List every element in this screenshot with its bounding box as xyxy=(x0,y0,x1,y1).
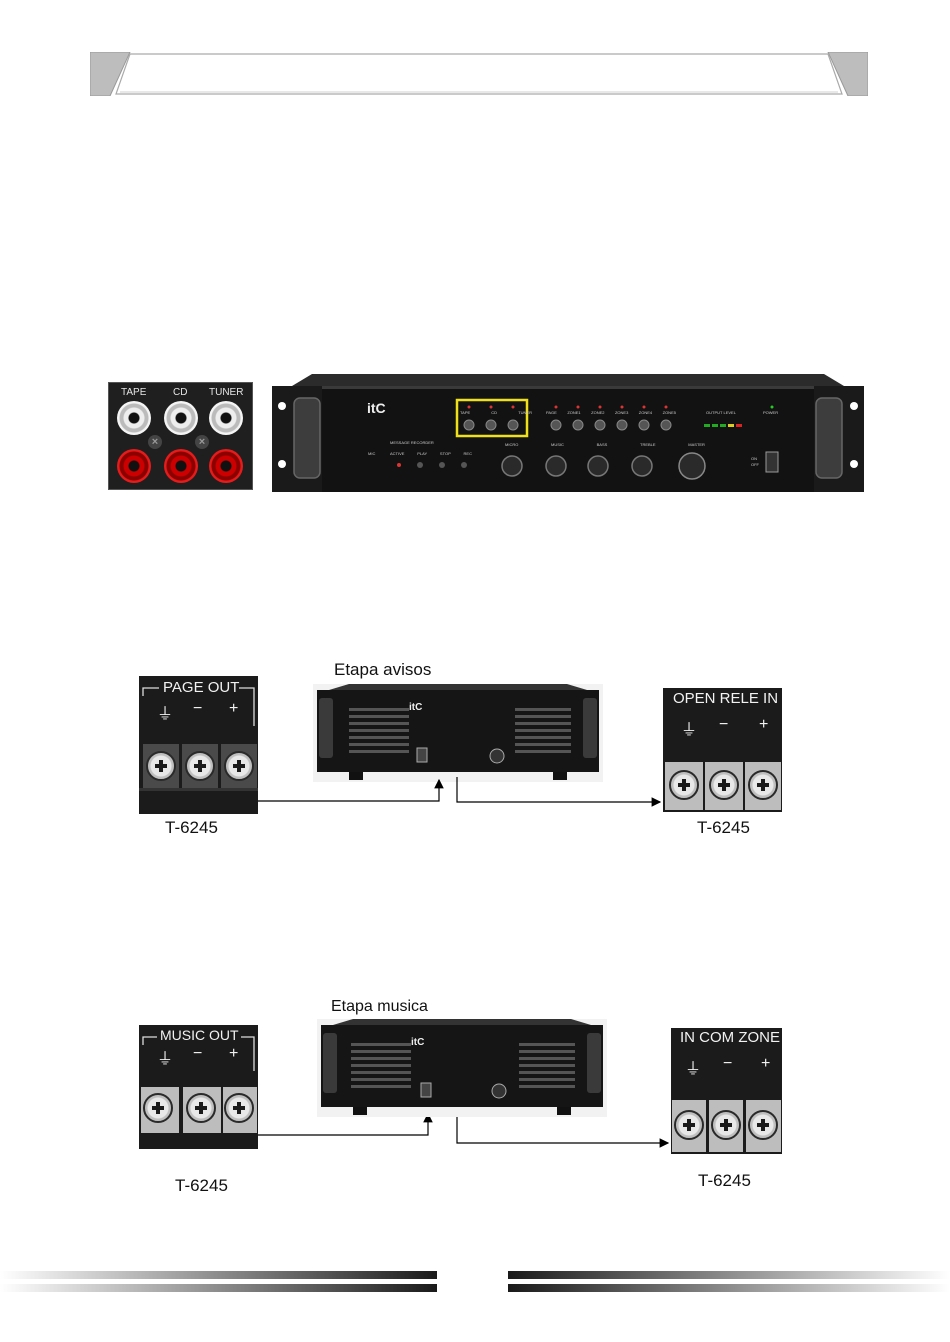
rca-label-cd: CD xyxy=(173,387,187,398)
input-label-tuner: TUNER xyxy=(518,410,532,415)
knob-label-bass: BASS xyxy=(597,442,608,447)
minus-symbol: − xyxy=(723,1055,732,1073)
zone-label-4: ZONE4 xyxy=(639,410,652,415)
terminal-screw-icon xyxy=(186,1093,216,1123)
zone-label-2: ZONE2 xyxy=(591,410,604,415)
terminal-block-music-out: MUSIC OUT ⏚ − + xyxy=(139,1025,258,1149)
ground-symbol-icon: ⏚ xyxy=(157,1045,173,1069)
terminal-title: OPEN RELE IN xyxy=(673,690,778,707)
model-label-right-1: T-6245 xyxy=(697,818,750,838)
rca-jack-tuner-white xyxy=(209,401,243,435)
model-label-left-1: T-6245 xyxy=(165,818,218,838)
knob-label-music: MUSIC xyxy=(551,442,564,447)
terminal-screw-icon xyxy=(748,1110,778,1140)
terminal-screw-icon xyxy=(185,751,215,781)
power-switch-labels: ON OFF xyxy=(751,456,759,468)
rca-input-panel: TAPE CD TUNER × × xyxy=(108,382,253,490)
input-select-labels: TAPE CD TUNER xyxy=(460,410,532,415)
screw-icon: × xyxy=(148,435,162,449)
recorder-button-labels: ACTIVE PLAY STOP REC xyxy=(390,451,472,456)
rca-jack-tape-red xyxy=(117,449,151,483)
minus-symbol: − xyxy=(193,700,202,718)
header-banner xyxy=(90,52,868,96)
knob-label-master: MASTER xyxy=(688,442,705,447)
zone-labels: PAGE ZONE1 ZONE2 ZONE3 ZONE4 ZONE5 xyxy=(546,410,676,415)
zone-label-1: ZONE1 xyxy=(567,410,580,415)
power-off-label: OFF xyxy=(751,462,759,467)
screw-icon: × xyxy=(195,435,209,449)
model-label-left-2: T-6245 xyxy=(175,1176,228,1196)
zone-label-5: ZONE5 xyxy=(663,410,676,415)
amplifier-musica xyxy=(317,1019,607,1117)
minus-symbol: − xyxy=(719,716,728,734)
terminal-screw-icon xyxy=(146,751,176,781)
recorder-label-stop: STOP xyxy=(440,451,451,456)
minus-symbol: − xyxy=(193,1045,202,1063)
plus-symbol: + xyxy=(759,716,768,734)
terminal-screw-icon xyxy=(674,1110,704,1140)
amp-caption-avisos: Etapa avisos xyxy=(334,660,431,680)
terminal-screw-icon xyxy=(748,770,778,800)
plus-symbol: + xyxy=(229,700,238,718)
model-label-right-2: T-6245 xyxy=(698,1171,751,1191)
input-label-cd: CD xyxy=(491,410,497,415)
terminal-screw-icon xyxy=(711,1110,741,1140)
footer-bar-right-top xyxy=(508,1271,950,1279)
knob-labels: MICRO MUSIC BASS TREBLE MASTER xyxy=(505,442,705,447)
recorder-label-active: ACTIVE xyxy=(390,451,404,456)
amp-brand-logo: itC xyxy=(409,702,422,713)
ground-symbol-icon: ⏚ xyxy=(157,700,173,724)
footer-bar-left-top xyxy=(0,1271,437,1279)
terminal-screw-icon xyxy=(669,770,699,800)
amp-brand-logo: itC xyxy=(411,1037,424,1048)
amp-caption-musica: Etapa musica xyxy=(331,998,428,1016)
terminal-title: IN COM ZONE xyxy=(680,1029,780,1046)
terminal-screw-icon xyxy=(224,751,254,781)
mixer-brand-logo: itC xyxy=(367,400,386,416)
footer-bar-right-bottom xyxy=(508,1284,950,1292)
rca-jack-cd-white xyxy=(164,401,198,435)
rca-jack-tape-white xyxy=(117,401,151,435)
output-level-label: OUTPUT LEVEL xyxy=(706,410,736,415)
terminal-screw-icon xyxy=(709,770,739,800)
footer-bar-left-bottom xyxy=(0,1284,437,1292)
mixer-front-panel xyxy=(272,372,864,492)
input-label-tape: TAPE xyxy=(460,410,470,415)
zone-label-page: PAGE xyxy=(546,410,557,415)
rca-jack-cd-red xyxy=(164,449,198,483)
terminal-block-open-rele-in: OPEN RELE IN ⏚ − + xyxy=(663,688,782,812)
message-recorder-label: MESSAGE RECORDER xyxy=(390,440,434,445)
amplifier-avisos xyxy=(313,684,603,782)
terminal-screw-icon xyxy=(224,1093,254,1123)
ground-symbol-icon: ⏚ xyxy=(685,1055,701,1079)
ground-symbol-icon: ⏚ xyxy=(681,716,697,740)
rca-jack-tuner-red xyxy=(209,449,243,483)
terminal-block-in-com-zone: IN COM ZONE ⏚ − + xyxy=(671,1028,782,1154)
rca-label-tape: TAPE xyxy=(121,387,146,398)
recorder-label-rec: REC xyxy=(464,451,472,456)
power-label: POWER xyxy=(763,410,778,415)
plus-symbol: + xyxy=(229,1045,238,1063)
terminal-title: PAGE OUT xyxy=(163,679,239,696)
terminal-title: MUSIC OUT xyxy=(160,1027,239,1043)
recorder-label-play: PLAY xyxy=(417,451,427,456)
knob-label-micro: MICRO xyxy=(505,442,518,447)
rca-label-tuner: TUNER xyxy=(209,387,243,398)
mic-label: MIC xyxy=(368,451,375,456)
power-on-label: ON xyxy=(751,456,757,461)
zone-label-3: ZONE3 xyxy=(615,410,628,415)
terminal-block-page-out: PAGE OUT ⏚ − + xyxy=(139,676,258,814)
knob-label-treble: TREBLE xyxy=(640,442,656,447)
plus-symbol: + xyxy=(761,1055,770,1073)
terminal-screw-icon xyxy=(143,1093,173,1123)
